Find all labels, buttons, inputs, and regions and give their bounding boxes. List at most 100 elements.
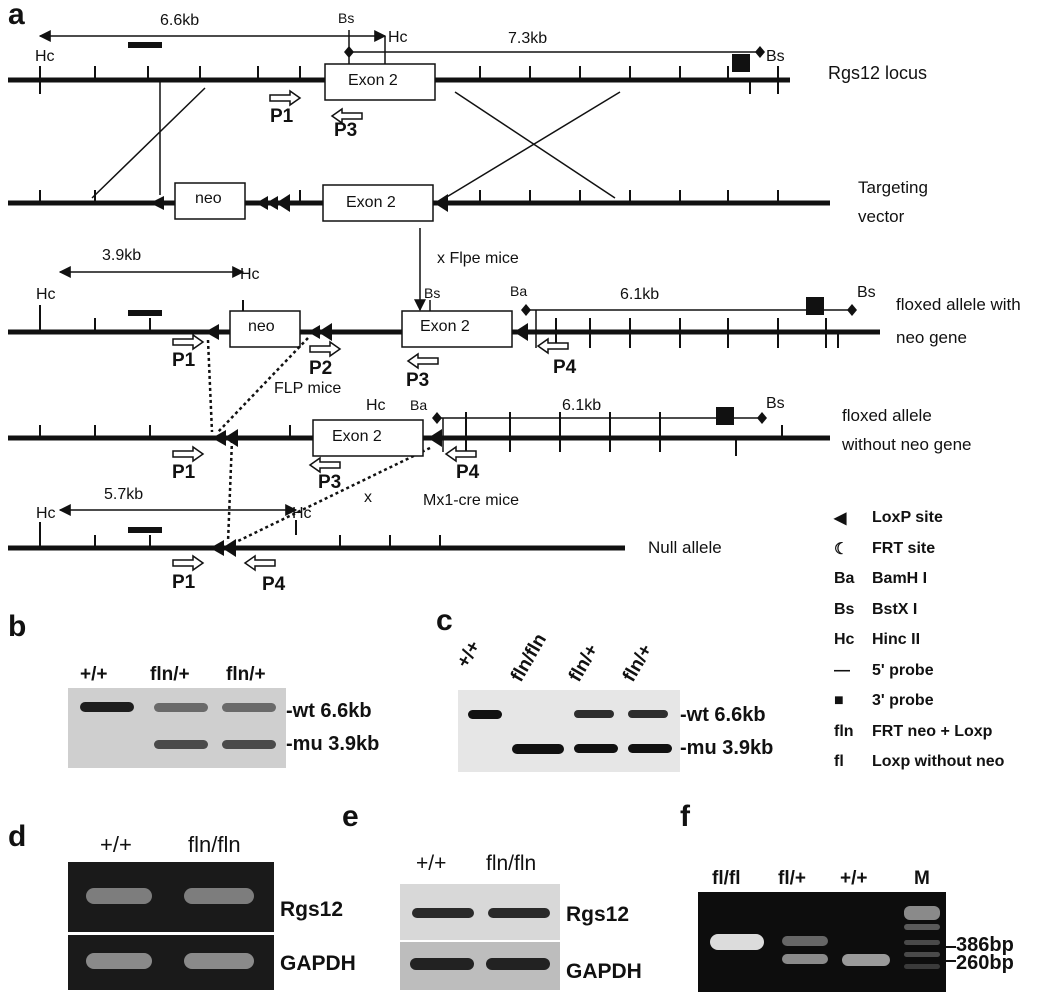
dist-6-1kb-2: 6.1kb [562, 397, 602, 414]
exon2-label-1: Exon 2 [348, 72, 398, 89]
rgs12-locus-row [8, 30, 790, 199]
panel-f-size-260: 260bp [956, 952, 1014, 974]
primer-p3-1: P3 [334, 120, 358, 141]
legend-item: ◀ LoxP site [834, 503, 1048, 534]
panel-d-lane-2: fln/fln [188, 832, 241, 857]
legend-text: FRT site [872, 539, 936, 557]
dist-3-9kb: 3.9kb [102, 247, 142, 264]
site-ba-1: Ba [510, 283, 528, 299]
site-bs-5: Bs [766, 395, 785, 412]
panel-d-lane-1: +/+ [100, 832, 132, 857]
primer-p1-1: P1 [270, 106, 294, 127]
mx1-cre-label: Mx1-cre mice [423, 492, 520, 509]
dist-7-3kb: 7.3kb [508, 30, 548, 47]
neo-label-2: neo [248, 318, 275, 335]
primer-p2: P2 [309, 358, 333, 379]
primer-p1-2: P1 [172, 350, 196, 371]
panel-c-lane-4: fln/+ [618, 640, 657, 686]
null-allele-row [8, 504, 625, 572]
pcr-gel-f [698, 892, 946, 992]
southern-blot-c [458, 690, 680, 772]
panel-c-lane-1: +/+ [452, 637, 485, 672]
panel-f-lane-4: M [914, 868, 930, 889]
legend-symbol: Ba [834, 570, 855, 588]
dist-6-6kb: 6.6kb [160, 12, 200, 29]
legend-item: —5' probe [834, 656, 1048, 687]
legend-text: FRT neo + Loxp [872, 722, 993, 740]
row-label-fln1: floxed allele with [896, 295, 1021, 314]
panel-c-wt-marker: -wt 6.6kb [680, 704, 766, 726]
site-hc-7: Hc [292, 505, 312, 522]
panel-e-lane-2: fln/fln [486, 852, 537, 875]
site-hc-1: Hc [35, 48, 55, 65]
five-prime-probe [128, 42, 162, 48]
panel-c-mu-marker: -mu 3.9kb [680, 737, 774, 759]
panel-f-size-386: 386bp [956, 934, 1014, 956]
panel-d-label: d [8, 820, 27, 853]
panel-f-lane-3: +/+ [840, 868, 868, 889]
dist-6-1kb-1: 6.1kb [620, 286, 660, 303]
site-bs-3: Bs [424, 285, 441, 301]
panel-e-lane-1: +/+ [416, 852, 447, 875]
rt-pcr-gel-d-rgs12 [68, 862, 274, 932]
panel-f-lane-1: fl/fl [712, 868, 741, 889]
site-ba-2: Ba [410, 397, 428, 413]
panel-c-lane-3: fln/+ [564, 640, 603, 686]
panel-b-lane-1: +/+ [80, 664, 108, 685]
site-bs-1: Bs [338, 10, 355, 26]
marker-tick-386 [946, 946, 956, 948]
legend-text: BstX I [872, 600, 918, 618]
exon2-label-4: Exon 2 [332, 428, 382, 445]
row-label-rgs12: Rgs12 locus [828, 63, 928, 83]
exon2-box [324, 63, 436, 101]
panel-c-label: c [436, 604, 453, 637]
legend-item: ☾ FRT site [834, 534, 1048, 565]
legend-text: LoxP site [872, 509, 943, 527]
legend-item: ■3' probe [834, 686, 1048, 717]
exon2-label-2: Exon 2 [346, 194, 396, 211]
row-label-fl1: floxed allele [842, 406, 932, 425]
site-hc-6: Hc [36, 505, 56, 522]
row-label-null: Null allele [648, 538, 722, 557]
site-bs-2: Bs [766, 48, 785, 65]
panel-e-row-gapdh: GAPDH [566, 960, 642, 983]
primer-p1-3: P1 [172, 462, 196, 483]
western-blot-e-gapdh [400, 942, 560, 990]
row-label-tv1: Targeting [858, 178, 928, 197]
legend-symbol: ☾ [834, 540, 849, 558]
legend-text: Loxp without neo [872, 753, 1005, 771]
row-label-fln2: neo gene [896, 328, 967, 347]
panel-f-lane-2: fl/+ [778, 868, 806, 889]
panel-f-label: f [680, 800, 690, 833]
primer-p3-2: P3 [406, 370, 430, 391]
legend-symbol: ◀ [834, 510, 847, 528]
panel-e-label: e [342, 800, 359, 833]
neo-label-1: neo [195, 190, 222, 207]
cross-x: x [364, 489, 372, 506]
primer-p4-2: P4 [456, 462, 480, 483]
panel-b-mu-marker: -mu 3.9kb [286, 733, 380, 755]
targeting-diagram [8, 30, 880, 572]
exon2-label-3: Exon 2 [420, 318, 470, 335]
marker-tick-260 [946, 960, 956, 962]
flp-mice-label: FLP mice [274, 380, 342, 397]
site-hc-5: Hc [366, 397, 386, 414]
panel-b-wt-marker: -wt 6.6kb [286, 700, 372, 722]
neo-box [174, 182, 246, 220]
legend-symbol: — [834, 661, 850, 679]
panel-e-row-rgs12: Rgs12 [566, 903, 630, 926]
floxed-no-neo-row [8, 407, 830, 474]
panel-a-label: a [8, 0, 25, 31]
legend-text: 3' probe [872, 692, 934, 710]
floxed-neo-row [8, 266, 880, 370]
primer-p1-4: P1 [172, 572, 196, 593]
panel-d-row-gapdh: GAPDH [280, 952, 356, 975]
site-bs-4: Bs [857, 284, 876, 301]
legend-symbol: Bs [834, 600, 855, 618]
site-hc-3: Hc [240, 266, 260, 283]
